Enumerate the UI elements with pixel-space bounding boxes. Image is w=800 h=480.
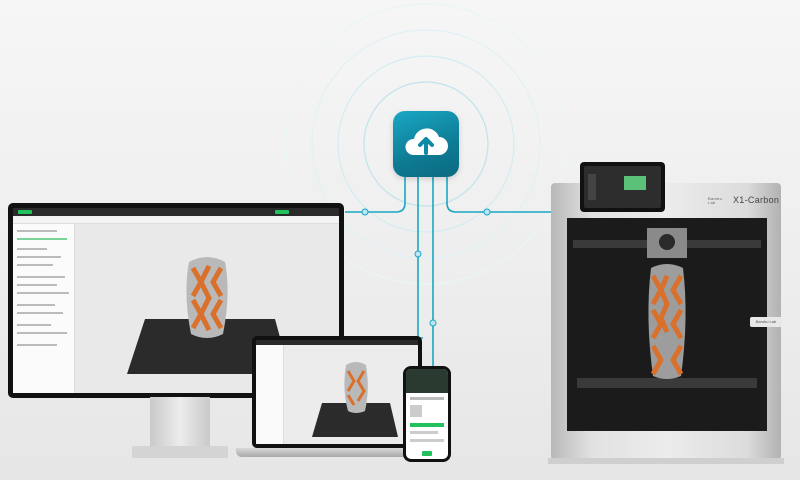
build-plate: [127, 319, 290, 374]
laptop-base: [236, 448, 440, 457]
vase-model: [186, 257, 228, 338]
build-plate: [577, 378, 757, 388]
signal-ring: [285, 3, 567, 285]
settings-sidebar: [13, 224, 75, 393]
mobile-app-screen: [406, 369, 448, 459]
link-nodes: [361, 208, 491, 327]
signal-ring: [337, 55, 515, 233]
printer-side-badge: Bambu Lab: [750, 317, 782, 327]
laptop-slicer-screen: [256, 340, 418, 444]
printer-maker: Bambu Lab: [708, 195, 723, 205]
slicer-app-screen: [13, 208, 339, 393]
build-plate-view: [127, 257, 290, 374]
link-printer: [446, 177, 552, 213]
monitor-stand-foot: [132, 446, 228, 458]
link-node: [483, 208, 491, 216]
printer-model: X1-Carbon: [733, 195, 780, 205]
app-titlebar: [13, 208, 339, 216]
printer-base: [548, 458, 784, 464]
link-node: [429, 319, 437, 327]
signal-rings: [285, 3, 567, 285]
app-toolbar: [13, 216, 339, 224]
cloud-upload-icon: [393, 111, 459, 177]
link-monitor: [345, 177, 406, 213]
printer-brand-label: Bambu Lab X1-Carbon: [708, 195, 779, 205]
signal-ring: [363, 81, 489, 207]
monitor-stand: [150, 397, 210, 447]
printer-interior: [567, 218, 767, 431]
signal-ring: [311, 29, 541, 259]
laptop: [252, 336, 422, 448]
printer-touchscreen[interactable]: [580, 162, 665, 212]
link-node: [414, 250, 422, 258]
printed-vase: [648, 264, 686, 379]
link-node: [361, 208, 369, 216]
printer-chamber: [567, 218, 767, 431]
smartphone: [403, 366, 451, 462]
desktop-monitor: [8, 203, 344, 398]
